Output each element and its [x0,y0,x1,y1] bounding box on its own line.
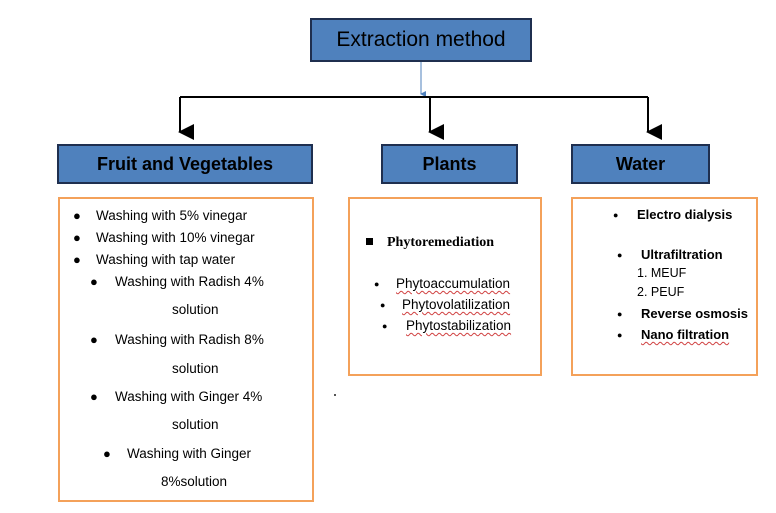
list-item-continuation: solution [172,361,219,376]
sub-list-item: 2. PEUF [637,285,685,299]
node-plants: Plants [381,144,518,184]
node-label: Water [615,153,666,174]
bullet-icon: ● [73,208,81,223]
sub-list-item: 1. MEUF [637,266,687,280]
bullet-icon: ● [380,300,386,310]
root-node-extraction-method: Extraction method [310,18,532,62]
bullet-icon: ● [73,230,81,245]
list-item-continuation: solution [172,417,219,432]
bullet-icon: ● [617,250,623,260]
bullet-icon: ● [617,309,623,319]
phytoremediation-heading: Phytoremediation [387,235,495,250]
list-item-continuation: 8%solution [161,474,228,489]
bullet-icon: ● [73,252,81,267]
node-label: Plants [422,153,477,174]
bullet-icon: ● [374,279,380,289]
water-methods-panel: ● Electro dialysis ● Ultrafiltration 1. … [571,197,758,376]
list-item: Ultrafiltration [641,247,723,262]
node-water: Water [571,144,710,184]
bullet-icon: ● [613,210,619,220]
list-item: Washing with tap water [96,252,236,267]
list-item-continuation: solution [172,302,219,317]
bullet-icon: ● [617,330,623,340]
list-item: Washing with 5% vinegar [96,208,248,223]
list-item: Washing with Ginger 4% [115,389,263,404]
list-item: Phytovolatilization [402,297,511,312]
fruit-vegetables-methods-panel: ● Washing with 5% vinegar ● Washing with… [58,197,314,502]
list-item: Reverse osmosis [641,306,748,321]
bullet-icon: ● [90,274,98,289]
stray-dot [334,394,336,396]
plants-methods-panel: Phytoremediation ● Phytoaccumulation ● P… [348,197,542,376]
list-item: Washing with Ginger [127,446,252,461]
bullet-icon: ● [90,389,98,404]
list-item: Phytostabilization [406,318,512,333]
list-item: Washing with Radish 4% [115,274,264,289]
node-fruit-and-vegetables: Fruit and Vegetables [57,144,313,184]
bullet-icon: ● [382,321,388,331]
node-label: Fruit and Vegetables [96,153,274,174]
list-item: Washing with Radish 8% [115,332,264,347]
list-item: Washing with 10% vinegar [96,230,255,245]
list-item: Nano filtration [641,327,730,342]
list-item: Phytoaccumulation [396,276,511,291]
bullet-icon: ● [90,332,98,347]
bullet-icon: ● [103,446,111,461]
square-bullet-icon [366,238,373,245]
root-node-label: Extraction method [336,28,506,51]
list-item: Electro dialysis [637,207,733,222]
